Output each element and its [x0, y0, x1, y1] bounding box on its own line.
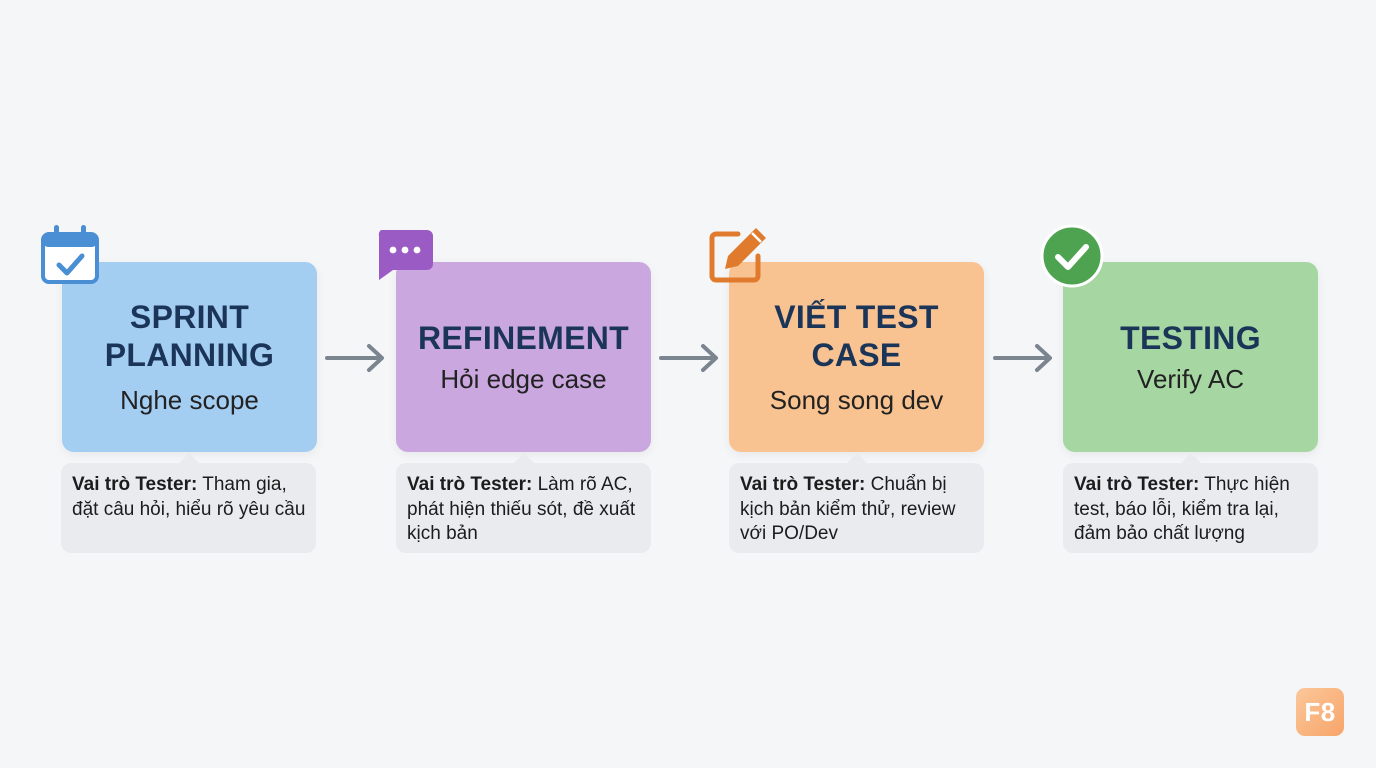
edit-pencil-icon — [709, 228, 766, 283]
role-label: Vai trò Tester: — [72, 474, 198, 495]
step-card-refinement: REFINEMENT Hỏi edge case — [396, 262, 651, 452]
role-text: Chuẩn bị kịch bản kiểm thử, review với P… — [740, 474, 956, 544]
step-subtitle: Nghe scope — [120, 385, 259, 415]
role-callout-viet-test-case: Vai trò Tester: Chuẩn bị kịch bản kiểm t… — [729, 453, 984, 553]
role-label: Vai trò Tester: — [740, 474, 866, 495]
role-label: Vai trò Tester: — [407, 474, 533, 495]
step-title: REFINEMENT — [418, 320, 629, 356]
role-callout-sprint-planning: Vai trò Tester: Tham gia, đặt câu hỏi, h… — [61, 453, 316, 553]
arrow-right-icon — [325, 344, 384, 372]
step-title: SPRINT PLANNING — [104, 299, 275, 373]
role-text: Làm rõ AC, phát hiện thiếu sót, đề xuất … — [407, 474, 636, 544]
role-label: Vai trò Tester: — [1074, 474, 1200, 495]
step-card-viet-test-case: VIẾT TEST CASE Song song dev — [729, 262, 984, 452]
step-title: TESTING — [1120, 320, 1261, 356]
arrow-right-icon — [993, 344, 1052, 372]
step-subtitle: Verify AC — [1137, 364, 1244, 394]
step-subtitle: Song song dev — [769, 385, 944, 415]
role-text: Tham gia, đặt câu hỏi, hiểu rõ yêu cầu — [72, 474, 306, 520]
step-subtitle: Hỏi edge case — [440, 364, 607, 394]
chat-bubble-icon — [378, 230, 433, 280]
step-card-sprint-planning: SPRINT PLANNING Nghe scope — [62, 262, 317, 452]
check-circle-icon — [1040, 224, 1104, 288]
role-callout-refinement: Vai trò Tester: Làm rõ AC, phát hiện thi… — [396, 453, 651, 553]
calendar-check-icon — [41, 225, 99, 284]
arrow-right-icon — [659, 344, 718, 372]
role-text: Thực hiện test, báo lỗi, kiểm tra lại, đ… — [1074, 474, 1290, 544]
step-card-testing: TESTING Verify AC — [1063, 262, 1318, 452]
role-callout-testing: Vai trò Tester: Thực hiện test, báo lỗi,… — [1063, 453, 1318, 553]
step-title: VIẾT TEST CASE — [774, 299, 939, 373]
f8-logo: F8 — [1296, 688, 1344, 736]
